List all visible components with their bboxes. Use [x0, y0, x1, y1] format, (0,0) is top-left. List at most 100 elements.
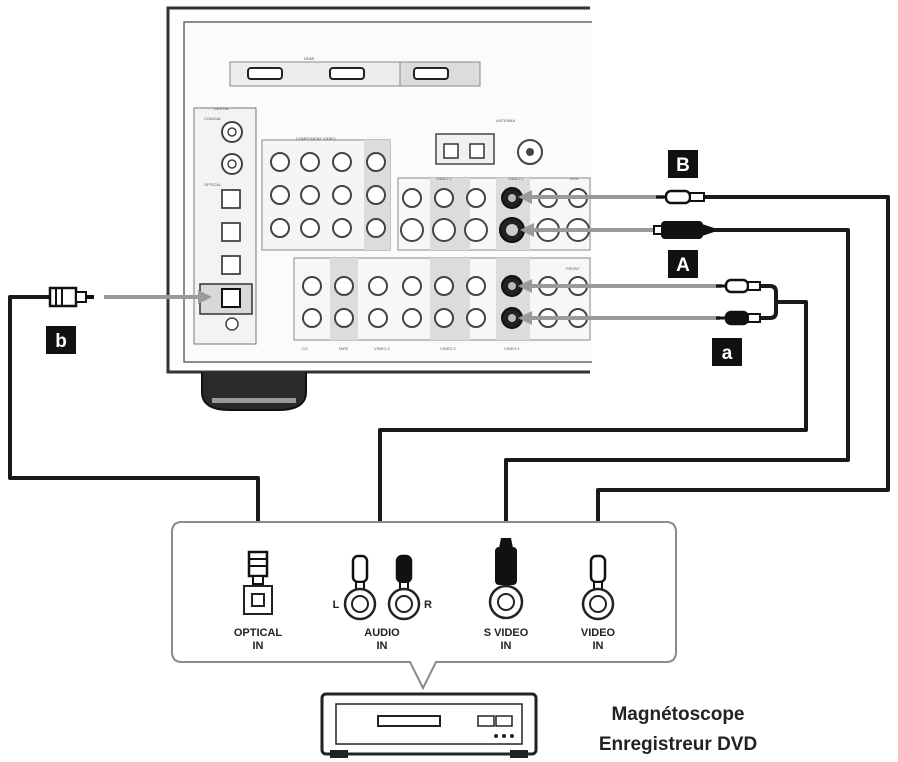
audio-left-plug-receiver — [716, 278, 761, 294]
video-plug-device-body — [589, 554, 607, 584]
video1-audio-right-jack-core — [508, 314, 516, 322]
video1-audio-left-jack-core — [508, 282, 516, 290]
video-in-sublabel: IN — [593, 640, 604, 652]
audio-jack — [334, 308, 354, 328]
audio-jack — [402, 276, 422, 296]
arrow-video-head — [518, 190, 532, 204]
optical-plug-receiver-tip — [75, 291, 87, 303]
digital-label: DIGITAL — [214, 106, 230, 111]
optical-section-label: OPTICAL — [204, 182, 222, 187]
audio-inputs-section: CD TAPE VIDEO 3 VIDEO 2 VIDEO 1 FRONT — [293, 257, 591, 351]
component-jack — [270, 152, 290, 172]
audio-left-letter: L — [333, 599, 340, 611]
optical-cable — [8, 295, 260, 556]
video-jack — [402, 188, 422, 208]
coaxial-jack-2-core — [227, 159, 237, 169]
arrow-audio-right-head — [518, 311, 532, 325]
audio-jack — [302, 276, 322, 296]
recorder-button — [510, 734, 514, 738]
audio-cable — [378, 300, 808, 540]
recorder-display-a — [477, 715, 495, 727]
svideo-plug-device — [495, 538, 517, 585]
svideo-cable — [504, 228, 850, 538]
fm-antenna-jack-core — [526, 148, 534, 156]
recorder-button — [502, 734, 506, 738]
video-in-label: VIDEO — [581, 627, 616, 639]
recorder-tray-slot — [377, 715, 441, 727]
hdmi-label: HDMI — [304, 56, 314, 61]
component-video-label: COMPONENT VIDEO — [296, 136, 336, 141]
badge-A-label: A — [676, 255, 690, 276]
audio-right-plug-receiver — [716, 310, 761, 326]
hdmi-section: HDMI — [229, 56, 481, 87]
optical-jack-2 — [221, 222, 241, 242]
front-label: FRONT — [566, 266, 580, 271]
am-terminal-clip — [469, 143, 485, 159]
badges: B A a b — [46, 150, 742, 366]
optical-jack-3 — [221, 255, 241, 275]
video-inputs-panel — [397, 177, 591, 251]
optical-in-label: OPTICAL — [234, 627, 283, 639]
component-jack — [332, 152, 352, 172]
badge-B-box — [668, 150, 698, 178]
digital-section: DIGITAL COAXIAL OPTICAL — [193, 106, 257, 345]
audio-jack — [402, 308, 422, 328]
video2-top-label: VIDEO 2 — [436, 176, 453, 181]
cables — [8, 195, 890, 560]
audio-jack — [434, 308, 454, 328]
arrow-svideo-head — [520, 223, 534, 237]
badge-b: b — [46, 326, 76, 354]
audio-in-label: AUDIO — [364, 627, 400, 639]
component-jack — [300, 152, 320, 172]
video2-audio-band — [430, 258, 470, 340]
component-jack — [300, 185, 320, 205]
optical-plug-receiver — [48, 286, 94, 308]
video-plug-device — [589, 554, 607, 593]
audio-jack — [466, 308, 486, 328]
video1-top-label: VIDEO 1 — [508, 176, 525, 181]
optical-plug-receiver-ferrule — [86, 295, 94, 299]
video-in-jack-core — [589, 595, 607, 613]
svideo-plug-receiver — [653, 221, 714, 239]
svideo-plug-receiver-tip — [653, 225, 663, 235]
optical-jack-1 — [221, 189, 241, 209]
optical-in-jack-port — [251, 593, 265, 607]
component-jack — [366, 218, 386, 238]
vcr-dvd-recorder — [320, 692, 538, 758]
component-jack — [366, 152, 386, 172]
receiver-foot — [201, 372, 307, 411]
device-callout-frame — [171, 521, 677, 691]
arrows — [104, 190, 722, 325]
hdmi-port-2 — [329, 67, 365, 80]
audio-in-sublabel: IN — [377, 640, 388, 652]
component-jack — [366, 185, 386, 205]
recorder-front-panel — [335, 703, 523, 745]
video3-label: VIDEO 3 — [374, 346, 391, 351]
svideo-in-label: S VIDEO — [484, 627, 529, 639]
optical-in-sublabel: IN — [253, 640, 264, 652]
optical-jack-target — [221, 288, 241, 308]
coaxial-jack-1 — [221, 121, 243, 143]
video1-bottom-label: VIDEO 1 — [504, 346, 521, 351]
coaxial-jack-2 — [221, 153, 243, 175]
svideo-in-sublabel: IN — [501, 640, 512, 652]
audio-jack — [368, 308, 388, 328]
audio-left-in-jack-core — [351, 595, 369, 613]
audio-left-plug-receiver-body — [724, 278, 750, 294]
video-in-jack — [581, 587, 615, 621]
component-jack — [300, 218, 320, 238]
receiver-rear-panel: HDMI DIGITAL COAXIAL OPTICAL COMPONENT V… — [166, 6, 592, 411]
device-name-line1: Magnétoscope — [611, 704, 744, 725]
badge-a-box — [712, 338, 742, 366]
arrow-audio-left-head — [518, 279, 532, 293]
audio-right-plug-receiver-collar — [747, 313, 761, 323]
am-terminal-clip — [443, 143, 459, 159]
audio-right-plug-device — [395, 554, 413, 593]
audio-left-plug-device — [351, 554, 369, 593]
optical-plug-device — [247, 550, 269, 585]
device-name-line2: Enregistreur DVD — [599, 734, 757, 755]
coaxial-label: COAXIAL — [204, 116, 222, 121]
tape-label: TAPE — [338, 346, 348, 351]
video-plug-receiver-collar — [689, 192, 705, 202]
arrow-optical-head — [198, 290, 212, 304]
